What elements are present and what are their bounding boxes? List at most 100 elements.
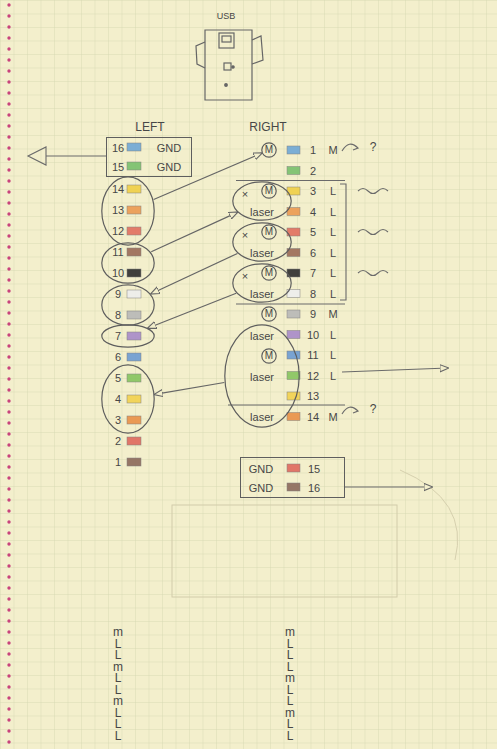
tally-letter: L [287,730,294,742]
motor-circle: M [261,348,277,364]
node-text: 12 [112,226,124,237]
tally-letter: L [115,672,122,684]
tally-letter: m [285,707,295,719]
pin-number: 4 [310,206,316,217]
outline-ellipse [102,284,154,324]
pin-number: 6 [310,247,316,258]
node-text: laser [250,289,274,300]
motor-circle: M [261,265,277,281]
node-text: GND [249,483,273,494]
wire-swatch [287,146,300,154]
pin-type-letter: L [330,370,336,381]
board-outline [205,30,252,100]
pin-group-oval: 14 13 12 [101,176,155,246]
pin-type-letter: L [330,268,336,279]
node-text: laser [250,372,274,383]
node-text: 8 [115,310,121,321]
outline-ellipse [262,143,276,157]
node-text: × [242,271,248,282]
column-heading: RIGHT [249,121,286,133]
bracket [340,184,346,300]
wire-swatch [127,395,141,403]
curly-arrow [342,144,358,151]
node-text: 4 [115,394,121,405]
leader-arrow [345,486,432,487]
tally-letter: L [115,638,122,650]
wire-swatch [127,290,141,298]
laser-group-oval: laserlaserlaserM [224,324,300,428]
tally-letter: L [287,649,294,661]
pencil-marks [28,144,448,487]
motor-mark: M [265,268,273,278]
tally-letter: L [115,707,122,719]
board-flap [252,36,263,64]
motor-mark: M [265,186,273,196]
wire-swatch [127,248,141,256]
connector-arrow [148,293,236,328]
gnd-pin-box: 16GND15GND [106,137,192,177]
tally-letter: L [115,684,122,696]
chip-square [224,63,231,70]
outline-ellipse [233,223,291,261]
wire-swatch [127,458,141,466]
tally-letter: L [287,661,294,673]
wire-swatch [287,372,300,380]
separator-line [236,180,345,181]
tally-letter: m [285,626,295,638]
pin-number: 14 [307,411,319,422]
wire-swatch [287,351,300,359]
tally-letter: m [113,695,123,707]
pin-number: 13 [307,391,319,402]
node-text: 15 [112,162,124,173]
node-text: 5 [115,373,121,384]
pin-group-oval: 7 [101,324,155,348]
tally-letter: m [113,626,123,638]
wire-swatches [127,143,141,466]
pin-number: 8 [310,288,316,299]
pin-type-letter: M [328,309,337,320]
board-label: USB [217,12,236,21]
node-text: 16 [308,483,320,494]
tally-letter: m [285,672,295,684]
outline-ellipse [102,365,154,433]
wire-swatch [127,416,141,424]
pin-number: 11 [307,350,318,361]
erased-mark [400,470,458,560]
node-text: 3 [115,415,121,426]
node-text: 11 [112,247,123,258]
tally-letter: L [115,649,122,661]
wire-swatch [127,437,141,445]
perforation-dots [0,0,14,749]
arrow-head [28,147,46,165]
pin-number: 5 [310,227,316,238]
pin-number: 7 [310,268,316,279]
outline-ellipse [262,307,276,321]
node-text: 14 [112,184,124,195]
motor-circle: M [261,224,277,240]
pin-type-letter: L [330,186,336,197]
node-text: laser [250,207,274,218]
node-text: 13 [112,205,124,216]
erased-mark [172,505,397,597]
node-text: 15 [308,464,320,475]
wire-swatch [127,143,141,151]
laser-group-oval: ×laserM [232,222,292,262]
pin-number: 12 [307,370,319,381]
board-dot [232,66,234,68]
node-text: GND [157,162,181,173]
pin-group-oval: 1110 [101,242,155,284]
laser-group-oval: ×laser M [232,263,292,303]
wire-swatch [127,311,141,319]
pin-type-letter: L [330,288,336,299]
laser-group-oval: ×laser M [232,181,292,221]
separator-line [228,404,345,405]
wire-swatch [127,227,141,235]
squiggle [358,189,388,194]
pin-number: 1 [310,145,316,156]
node-text: × [242,189,248,200]
outline-ellipse [102,176,154,244]
tally-letter: L [287,684,294,696]
node-text: 7 [115,331,121,342]
